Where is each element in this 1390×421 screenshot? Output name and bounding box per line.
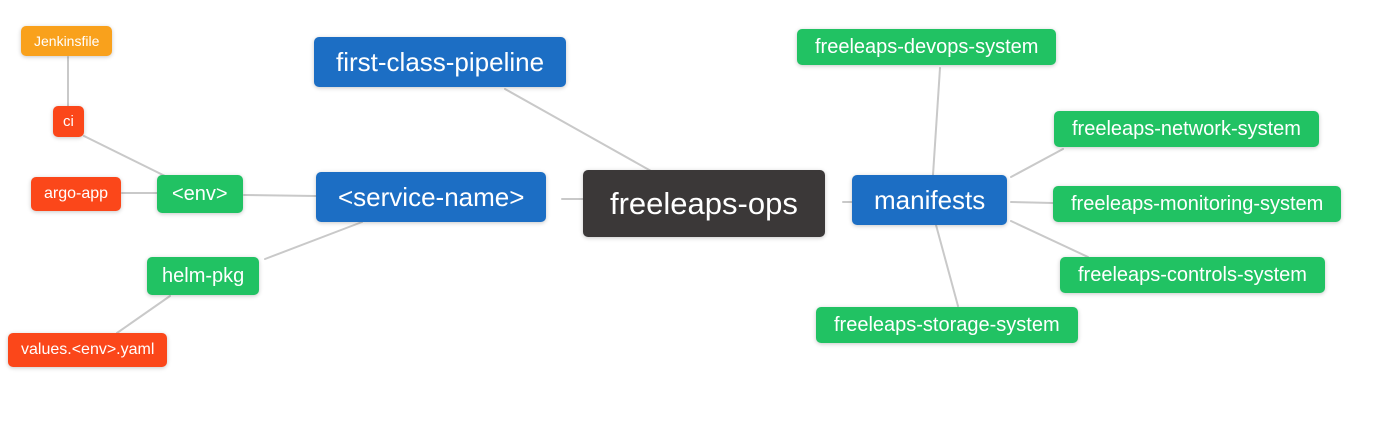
node-ci[interactable]: ci bbox=[53, 106, 84, 137]
node-argo-app[interactable]: argo-app bbox=[31, 177, 122, 211]
edge-helm-pkg-values bbox=[116, 295, 171, 334]
node-jenkinsfile[interactable]: Jenkinsfile bbox=[21, 26, 113, 56]
node-env[interactable]: <env> bbox=[157, 175, 243, 213]
node-freeleaps-devops-system[interactable]: freeleaps-devops-system bbox=[797, 29, 1057, 65]
node-service-name[interactable]: <service-name> bbox=[316, 172, 547, 222]
node-manifests[interactable]: manifests bbox=[852, 175, 1008, 225]
edge-pipeline-ops bbox=[504, 88, 652, 172]
node-freeleaps-network-system[interactable]: freeleaps-network-system bbox=[1054, 111, 1319, 147]
node-first-class-pipeline[interactable]: first-class-pipeline bbox=[314, 37, 567, 87]
edge-env-service-name bbox=[243, 194, 317, 197]
node-freeleaps-ops-root[interactable]: freeleaps-ops bbox=[583, 170, 825, 237]
node-freeleaps-monitoring-system[interactable]: freeleaps-monitoring-system bbox=[1053, 186, 1342, 222]
edge-manifests-network bbox=[1010, 148, 1064, 178]
node-helm-pkg[interactable]: helm-pkg bbox=[147, 257, 260, 295]
node-values-env-yaml[interactable]: values.<env>.yaml bbox=[8, 333, 168, 367]
edge-manifests-devops bbox=[932, 67, 941, 176]
node-freeleaps-controls-system[interactable]: freeleaps-controls-system bbox=[1060, 257, 1325, 293]
edge-manifests-storage bbox=[935, 224, 959, 307]
edge-ci-env bbox=[83, 135, 166, 177]
edge-manifests-controls bbox=[1010, 220, 1089, 258]
edge-manifests-monitoring bbox=[1010, 201, 1054, 204]
edge-helm-pkg-service-name bbox=[264, 221, 363, 260]
node-freeleaps-storage-system[interactable]: freeleaps-storage-system bbox=[816, 307, 1078, 343]
